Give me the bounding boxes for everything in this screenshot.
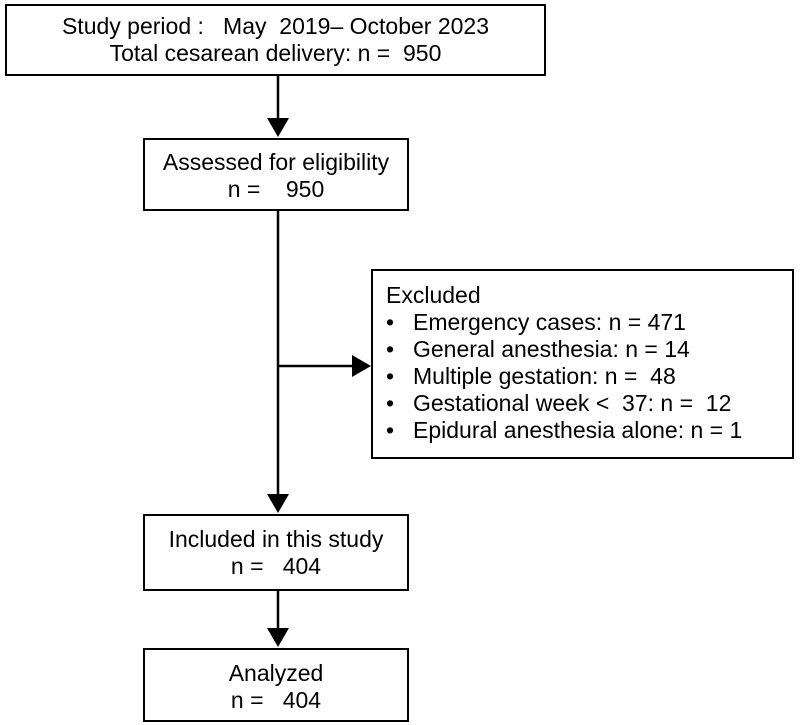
included-label: Included in this study (168, 526, 384, 552)
arrowhead-excluded (352, 355, 371, 377)
arrowhead-included (267, 494, 289, 513)
arrowhead-assessed (267, 118, 289, 137)
excluded-title: Excluded (386, 282, 481, 308)
excluded-item-label: Epidural anesthesia alone: n = 1 (413, 417, 743, 443)
total-cesarean-text: Total cesarean delivery: n = 950 (109, 40, 442, 66)
bullet-icon: • (386, 363, 395, 389)
assessed-label: Assessed for eligibility (162, 149, 390, 175)
study-period-box: Study period : May 2019– October 2023 To… (5, 4, 546, 76)
bullet-icon: • (386, 390, 395, 416)
excluded-item-epidural: • Epidural anesthesia alone: n = 1 (386, 417, 792, 444)
study-period-text: Study period : May 2019– October 2023 (61, 13, 490, 39)
excluded-item-multiple-gestation: • Multiple gestation: n = 48 (386, 363, 792, 390)
excluded-item-label: Emergency cases: n = 471 (413, 309, 686, 335)
bullet-icon: • (386, 417, 395, 443)
excluded-item-gestational-week: • Gestational week < 37: n = 12 (386, 390, 792, 417)
excluded-item-label: General anesthesia: n = 14 (413, 336, 690, 362)
assessed-count: n = 950 (227, 176, 325, 202)
arrowhead-analyzed (267, 628, 289, 647)
excluded-item-label: Gestational week < 37: n = 12 (413, 390, 732, 416)
bullet-icon: • (386, 336, 395, 362)
bullet-icon: • (386, 309, 395, 335)
included-count: n = 404 (230, 553, 322, 579)
assessed-box: Assessed for eligibility n = 950 (143, 138, 409, 211)
excluded-item-label: Multiple gestation: n = 48 (413, 363, 676, 389)
analyzed-box: Analyzed n = 404 (143, 648, 409, 722)
analyzed-label: Analyzed (228, 660, 324, 686)
analyzed-count: n = 404 (230, 687, 322, 713)
excluded-item-emergency: • Emergency cases: n = 471 (386, 309, 792, 336)
excluded-item-general-anesthesia: • General anesthesia: n = 14 (386, 336, 792, 363)
excluded-box: Excluded • Emergency cases: n = 471 • Gene… (371, 269, 794, 459)
included-box: Included in this study n = 404 (143, 514, 409, 591)
excluded-list: • Emergency cases: n = 471 • General anest… (386, 309, 792, 444)
